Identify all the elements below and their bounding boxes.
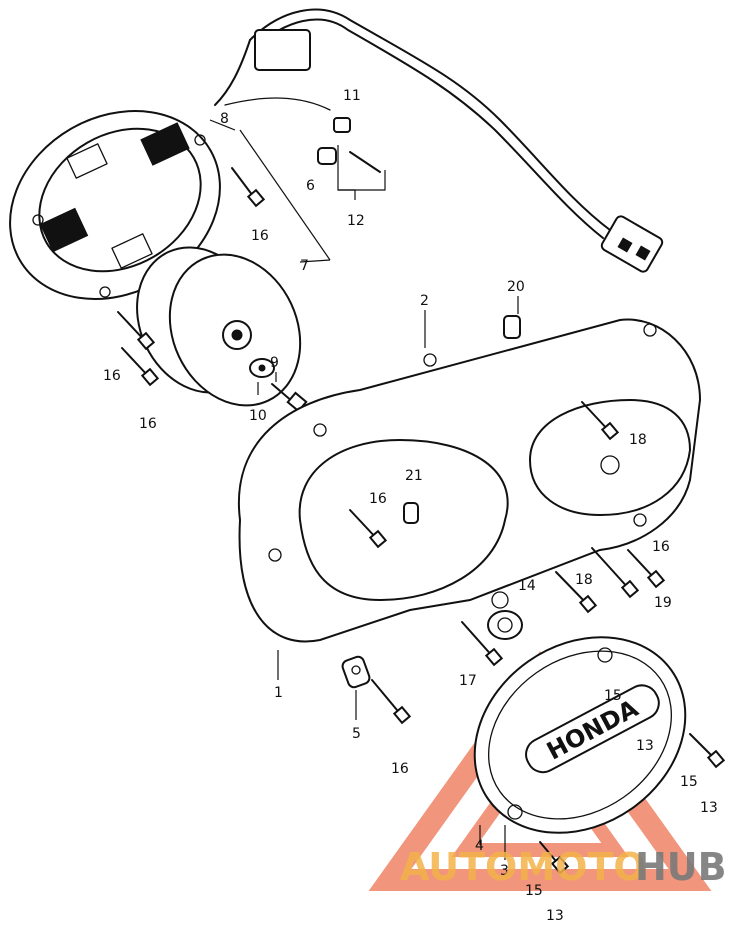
harness-clamp-icon xyxy=(254,29,311,71)
bolt-icon xyxy=(121,347,160,387)
bolts xyxy=(117,167,726,875)
callout-18: 18 xyxy=(575,572,593,588)
callout-7: 7 xyxy=(300,258,309,274)
callout-16: 16 xyxy=(369,491,387,507)
bolt-icon xyxy=(591,547,640,599)
bolt-icon xyxy=(371,679,412,725)
callout-16: 16 xyxy=(251,228,269,244)
callout-16: 16 xyxy=(652,539,670,555)
wire-connector-icon xyxy=(600,215,664,273)
watermark-word-primary: AUTOMOTO xyxy=(400,845,646,889)
watermark-text: AUTOMOTO HUB xyxy=(400,845,727,889)
callout-16: 16 xyxy=(391,761,409,777)
small-cover: HONDA xyxy=(473,636,687,834)
bolt-icon xyxy=(555,571,598,614)
bolt-icon xyxy=(627,549,666,589)
callout-12: 12 xyxy=(347,213,365,229)
callout-17: 17 xyxy=(459,673,477,689)
callout-10: 10 xyxy=(249,408,267,424)
callout-19: 19 xyxy=(654,595,672,611)
bolt-icon xyxy=(231,167,266,208)
callout-14: 14 xyxy=(518,578,536,594)
callout-3: 3 xyxy=(500,863,509,879)
washer xyxy=(249,358,275,378)
callout-18: 18 xyxy=(629,432,647,448)
bolt-icon xyxy=(581,401,620,441)
bolt-icon xyxy=(117,311,156,351)
callout-2: 2 xyxy=(420,293,429,309)
callout-13: 13 xyxy=(700,800,718,816)
callout-8: 8 xyxy=(220,111,229,127)
dowel-pin xyxy=(503,315,521,339)
watermark-word-secondary: HUB xyxy=(635,845,727,889)
callout-20: 20 xyxy=(507,279,525,295)
wire-harness xyxy=(214,8,664,273)
callout-15: 15 xyxy=(680,774,698,790)
callout-16: 16 xyxy=(103,368,121,384)
callout-13: 13 xyxy=(636,738,654,754)
dowel-pin xyxy=(403,502,419,524)
bolt-icon xyxy=(461,621,504,667)
callout-4: 4 xyxy=(475,838,484,854)
callout-labels: 1 2 3 4 5 6 7 8 9 10 11 12 13 13 13 14 1… xyxy=(103,88,718,924)
crankcase-cover xyxy=(237,318,702,643)
callout-15: 15 xyxy=(525,883,543,899)
callout-6: 6 xyxy=(306,178,315,194)
callout-21: 21 xyxy=(405,468,423,484)
bolt-icon xyxy=(349,509,388,549)
callout-5: 5 xyxy=(352,726,361,742)
callout-13: 13 xyxy=(546,908,564,924)
callout-16: 16 xyxy=(139,416,157,432)
bolt-icon xyxy=(539,841,570,875)
callout-15: 15 xyxy=(604,688,622,704)
bushing xyxy=(487,610,523,640)
wire-clip xyxy=(317,117,381,173)
leader-lines xyxy=(209,119,519,860)
callout-1: 1 xyxy=(274,685,283,701)
callout-11: 11 xyxy=(343,88,361,104)
bracket xyxy=(341,655,371,689)
callout-9: 9 xyxy=(270,355,279,371)
bolt-icon xyxy=(689,733,726,769)
